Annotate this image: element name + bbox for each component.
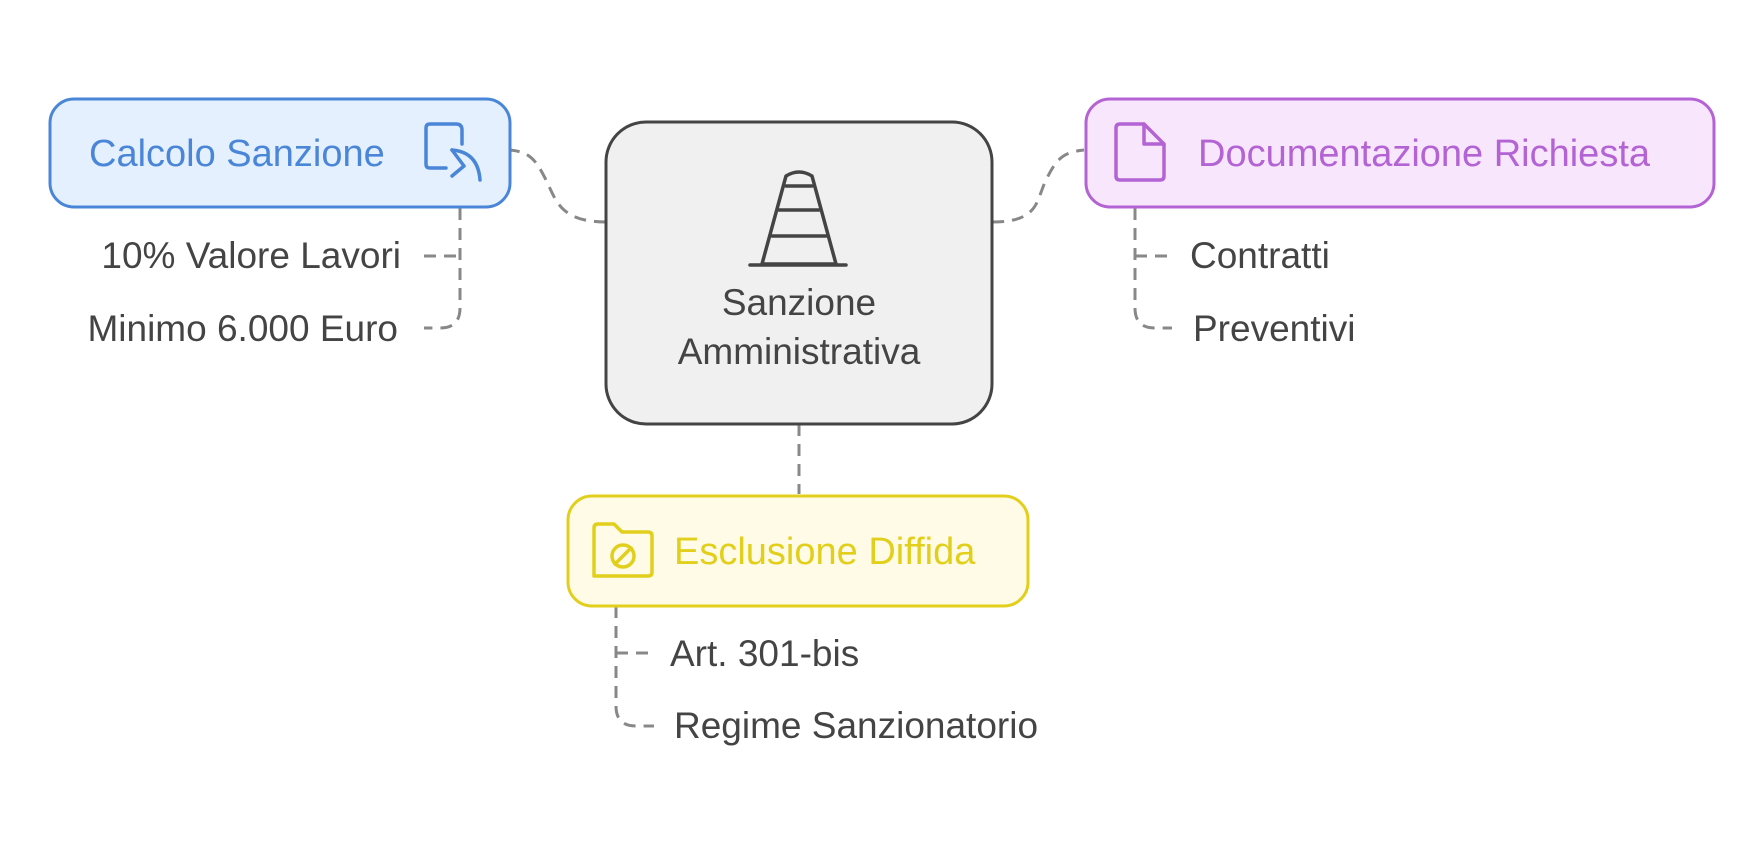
- calcolo-sanzione-node: Calcolo Sanzione 10% Valore Lavori Minim…: [48, 97, 512, 349]
- esclusione-item-2: Regime Sanzionatorio: [674, 705, 1038, 746]
- connector-center-calcolo: [509, 148, 607, 224]
- esclusione-diffida-title: Esclusione Diffida: [674, 531, 976, 573]
- center-title-line2: Amministrativa: [678, 331, 921, 372]
- documentazione-item-2: Preventivi: [1193, 308, 1355, 349]
- connector-calcolo-leaves: [424, 208, 462, 330]
- documentazione-richiesta-box: [1084, 97, 1716, 209]
- center-title-line1: Sanzione: [722, 282, 876, 323]
- calculator-document-icon: [424, 122, 482, 182]
- connector-documentazione-leaves: [1133, 208, 1172, 330]
- esclusione-diffida-node: Esclusione Diffida Art. 301-bis Regime S…: [566, 494, 1038, 746]
- connectors: [424, 148, 1172, 728]
- documentazione-richiesta-title: Documentazione Richiesta: [1198, 133, 1651, 175]
- calcolo-item-1: 10% Valore Lavori: [101, 235, 401, 276]
- calcolo-item-2: Minimo 6.000 Euro: [87, 308, 398, 349]
- folder-blocked-icon: [592, 522, 654, 578]
- document-icon: [1114, 122, 1166, 182]
- center-node-box: [604, 120, 994, 426]
- documentazione-item-1: Contratti: [1190, 235, 1330, 276]
- connector-esclusione-leaves: [614, 606, 654, 728]
- traffic-cone-icon: [748, 170, 848, 267]
- esclusione-diffida-box: [566, 494, 1030, 608]
- calcolo-sanzione-box: [48, 97, 512, 209]
- documentazione-richiesta-node: Documentazione Richiesta Contratti Preve…: [1084, 97, 1716, 349]
- calcolo-sanzione-title: Calcolo Sanzione: [89, 133, 385, 175]
- esclusione-item-1: Art. 301-bis: [670, 633, 859, 674]
- connector-center-documentazione: [991, 148, 1085, 224]
- center-node: Sanzione Amministrativa: [604, 120, 994, 426]
